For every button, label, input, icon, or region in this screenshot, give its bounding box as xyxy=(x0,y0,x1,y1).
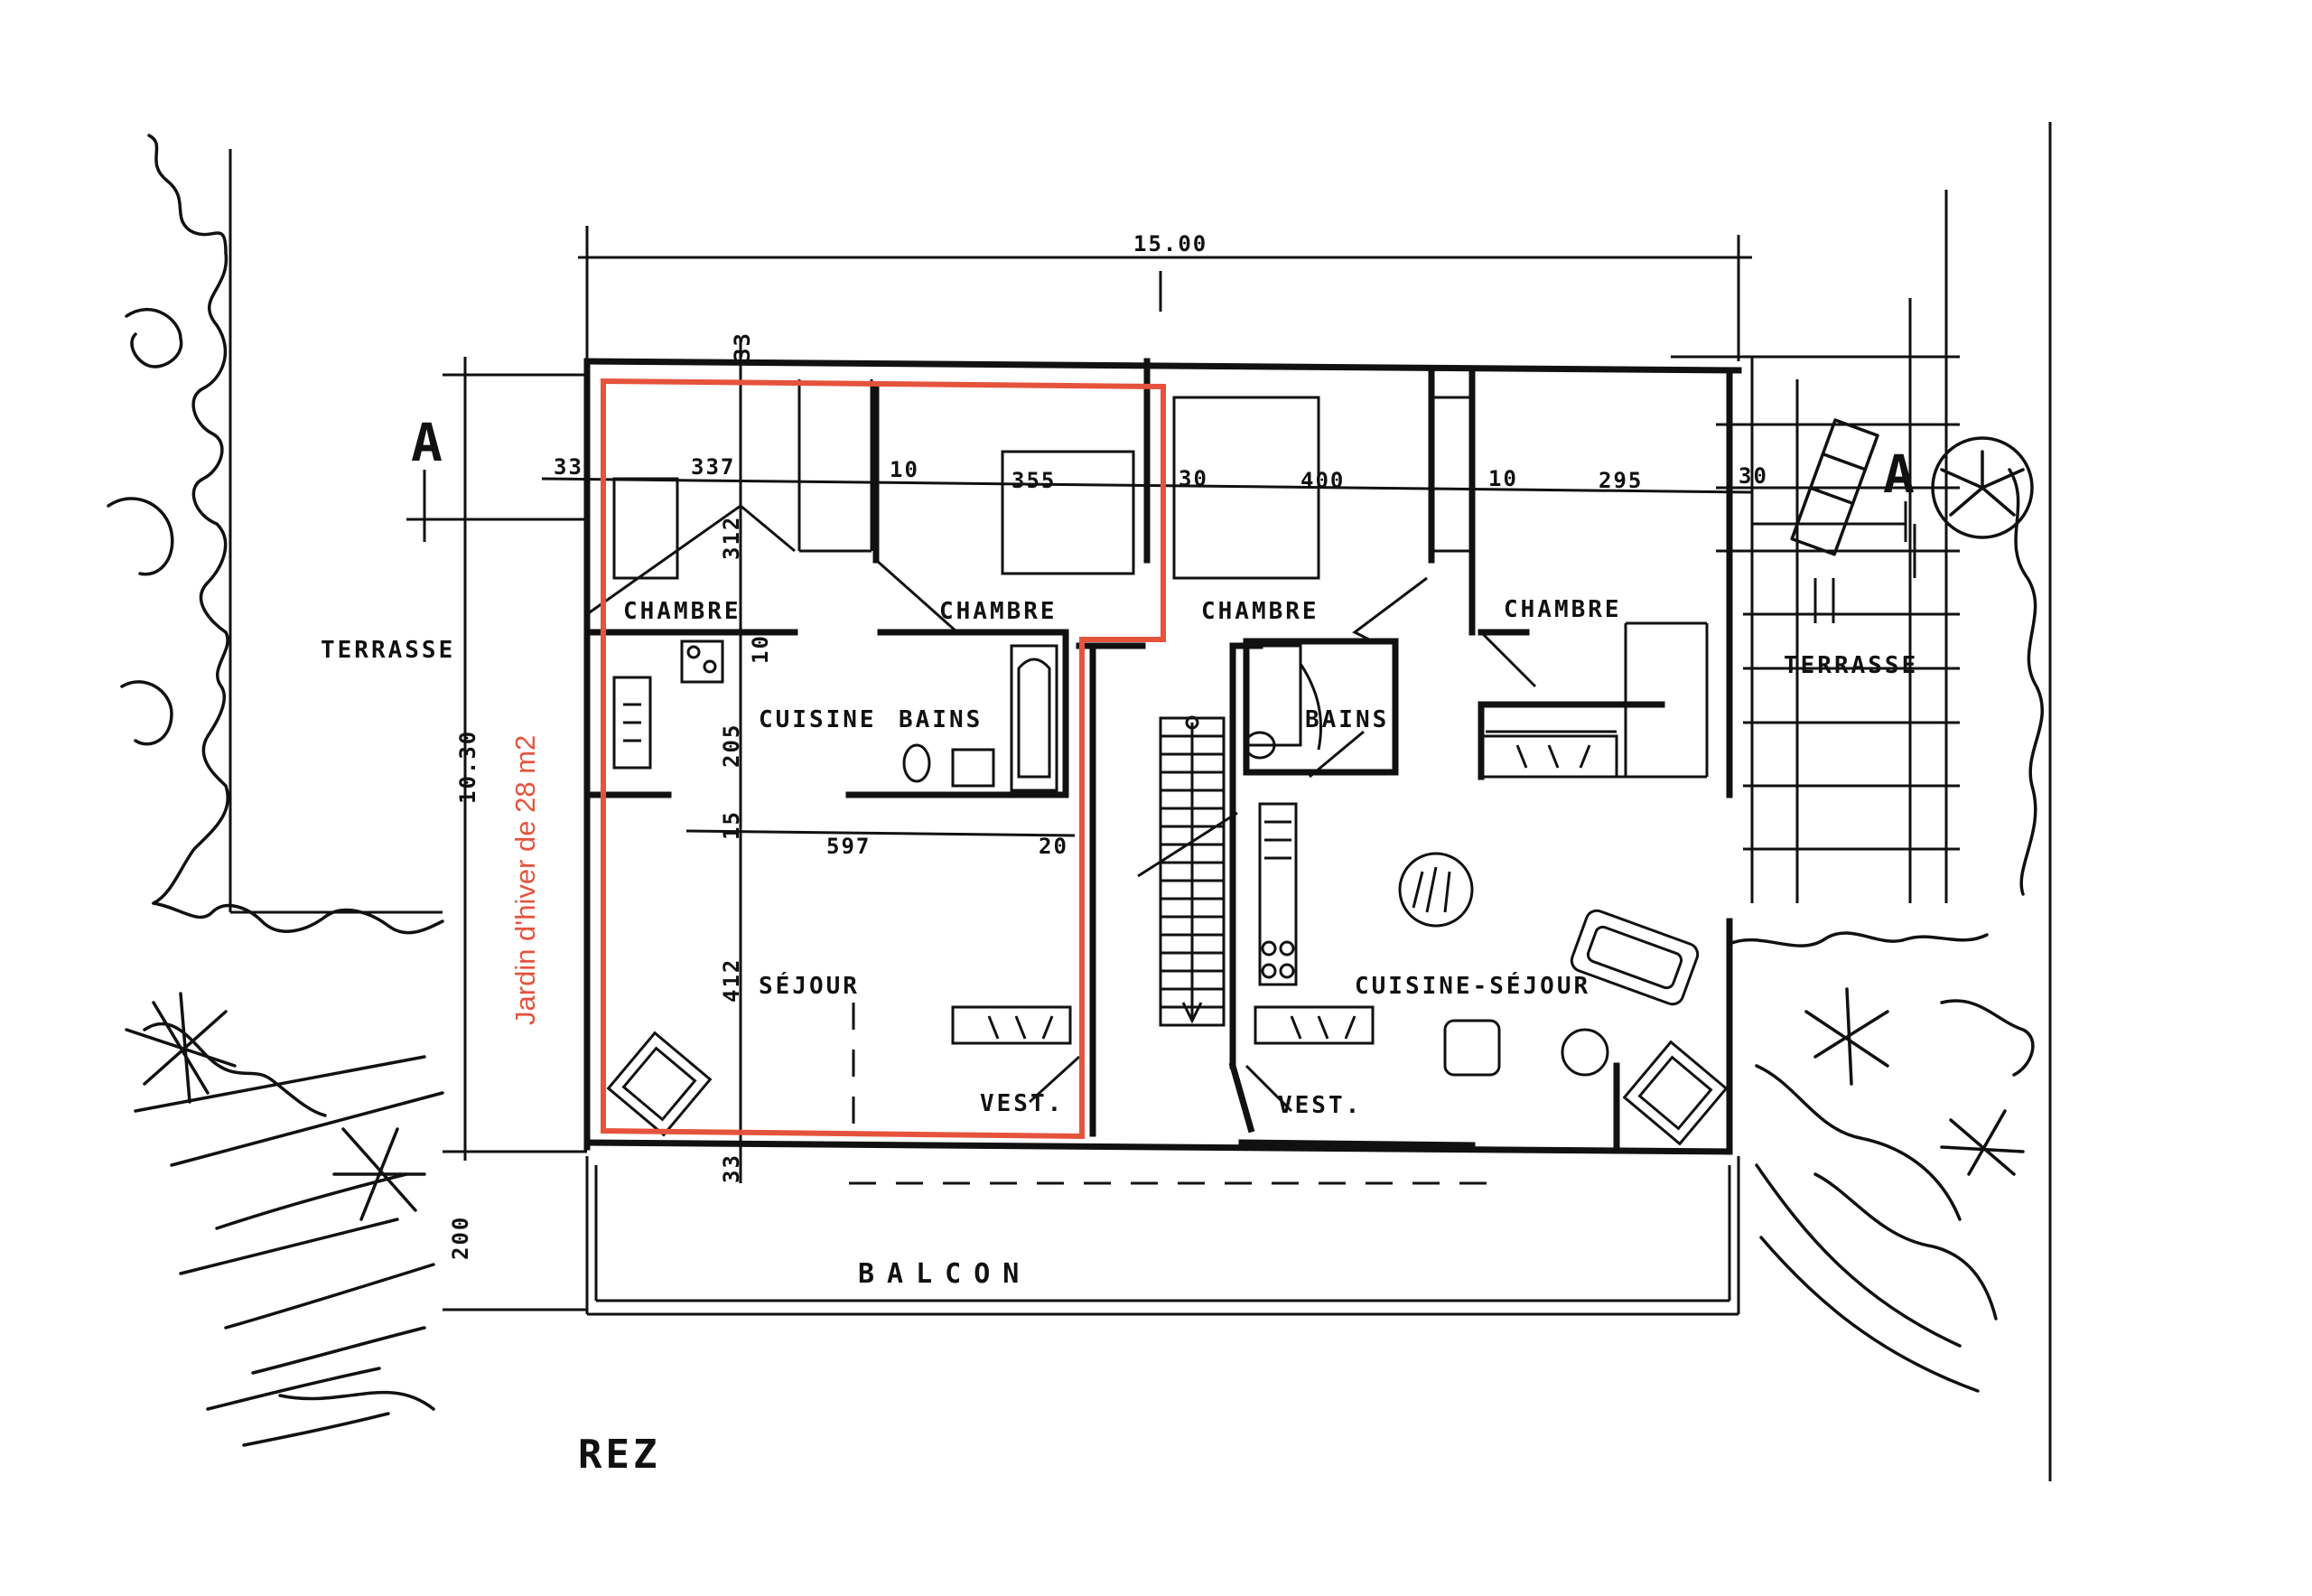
label-bains-right: BAINS xyxy=(1305,706,1389,733)
dim-30-b: 30 xyxy=(1739,463,1768,489)
dim-412: 412 xyxy=(719,958,744,1003)
dim-33-top: 33 xyxy=(730,331,755,361)
section-mark-right: A xyxy=(1883,443,1915,505)
building-walls xyxy=(583,358,1742,1316)
dimensions: 33 337 10 355 30 400 10 295 30 33 312 20… xyxy=(541,331,1768,1183)
label-chambre-4: CHAMBRE xyxy=(1504,596,1622,623)
dim-33-bottom: 33 xyxy=(719,1153,744,1183)
right-vegetation xyxy=(1671,122,2052,1481)
label-chambre-2: CHAMBRE xyxy=(939,598,1058,625)
dim-30-a: 30 xyxy=(1179,466,1208,491)
dim-597: 597 xyxy=(826,834,871,859)
label-chambre-3: CHAMBRE xyxy=(1201,598,1319,625)
furniture xyxy=(606,396,1729,1146)
label-cuisine-sejour: CUISINE-SÉJOUR xyxy=(1355,971,1590,1000)
dim-295: 295 xyxy=(1599,468,1643,493)
dim-337: 337 xyxy=(691,454,735,480)
label-balcon: BALCON xyxy=(858,1258,1031,1290)
overall-width-label: 15.00 xyxy=(1133,231,1207,257)
dim-355: 355 xyxy=(1012,468,1056,493)
dim-10-b: 10 xyxy=(1488,466,1518,491)
dim-10-c: 10 xyxy=(748,634,773,664)
label-vest-right: VEST. xyxy=(1278,1092,1362,1119)
dim-200: 200 xyxy=(448,1216,473,1260)
section-mark-left: A xyxy=(411,412,443,473)
section-markers: A A xyxy=(406,412,1915,542)
label-cuisine: CUISINE xyxy=(759,706,877,733)
label-rez: REZ xyxy=(578,1432,660,1478)
label-sejour: SÉJOUR xyxy=(759,971,860,1000)
dim-20: 20 xyxy=(1039,834,1068,859)
dim-10-a: 10 xyxy=(890,457,919,482)
label-chambre-1: CHAMBRE xyxy=(623,598,741,625)
winter-garden-highlight: Jardin d'hiver de 28 m2 xyxy=(509,378,1166,1140)
dim-312: 312 xyxy=(719,516,744,560)
label-vest-left: VEST. xyxy=(980,1090,1064,1117)
dim-1030: 10.30 xyxy=(455,730,480,804)
dim-33-left: 33 xyxy=(554,454,583,480)
room-labels: CHAMBRE CHAMBRE CHAMBRE CHAMBRE CUISINE … xyxy=(321,596,1918,1478)
winter-garden-label: Jardin d'hiver de 28 m2 xyxy=(509,735,541,1025)
label-terrasse-right: TERRASSE xyxy=(1784,652,1918,679)
label-bains-left: BAINS xyxy=(899,706,983,733)
left-vegetation: 10.30 200 xyxy=(107,134,587,1447)
dim-400: 400 xyxy=(1300,468,1345,493)
dim-205: 205 xyxy=(719,723,744,768)
dim-15: 15 xyxy=(719,810,744,840)
label-terrasse-left: TERRASSE xyxy=(321,637,455,664)
top-dimension-line: 15.00 xyxy=(578,226,1752,361)
